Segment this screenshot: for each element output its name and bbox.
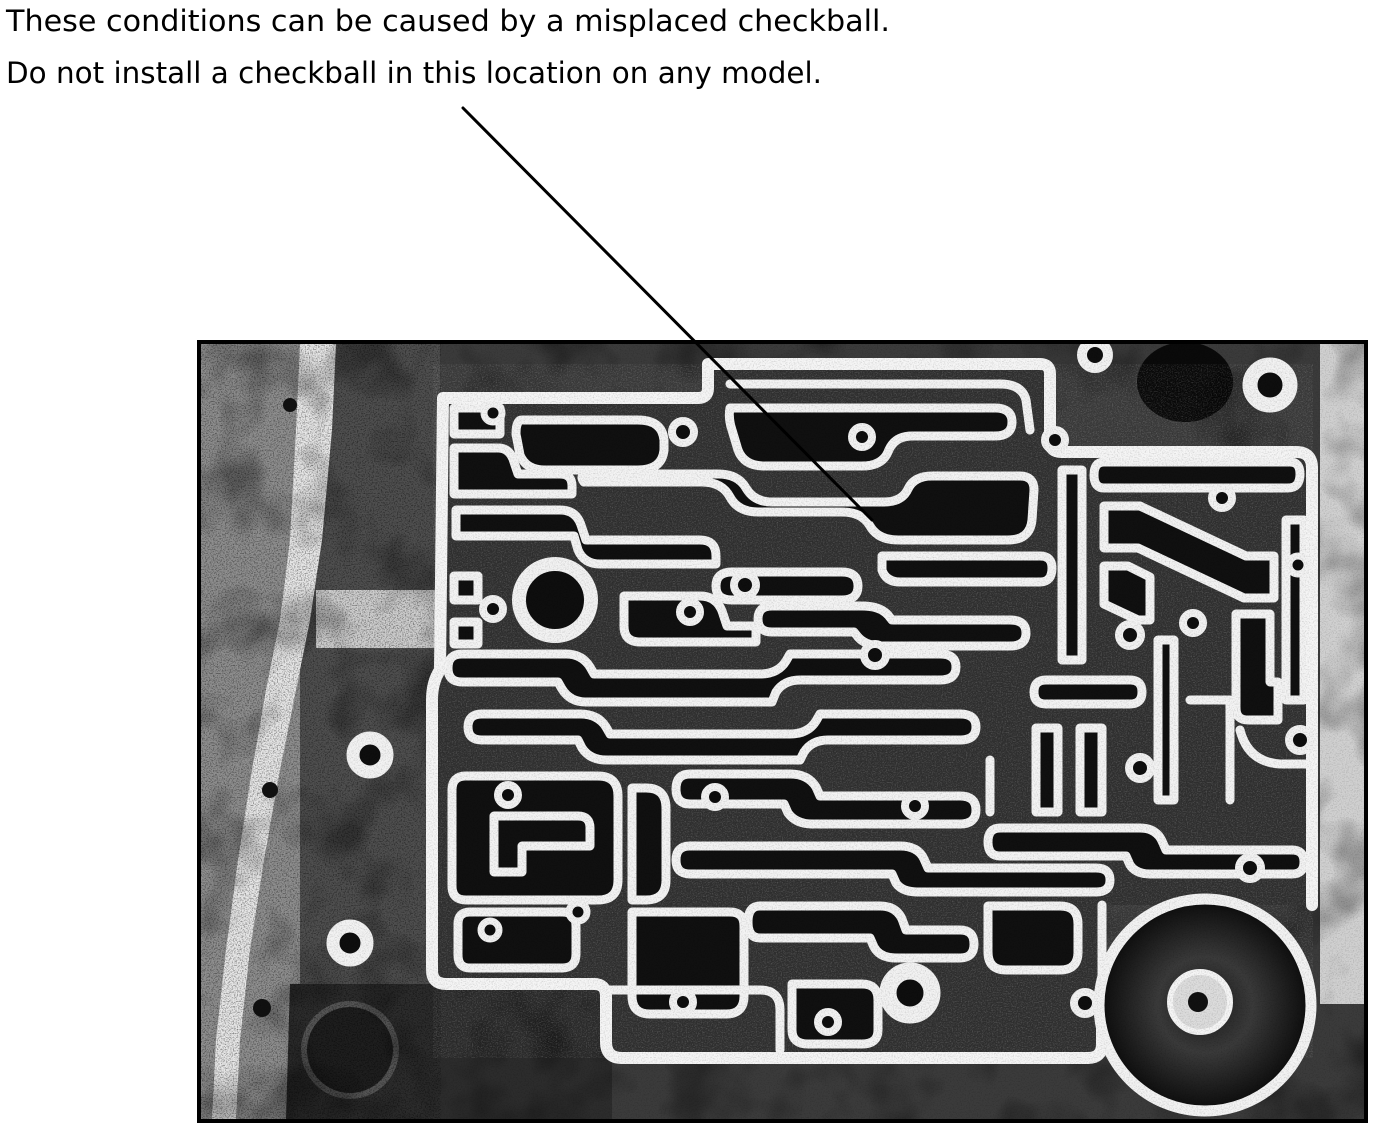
valve-body-photo [201,344,1364,1119]
callout-line [461,106,874,522]
caption-line-1: These conditions can be caused by a misp… [5,4,890,38]
photo-frame [197,340,1368,1123]
photo-grain [201,344,1364,1119]
caption-line-2: Do not install a checkball in this locat… [6,56,822,90]
